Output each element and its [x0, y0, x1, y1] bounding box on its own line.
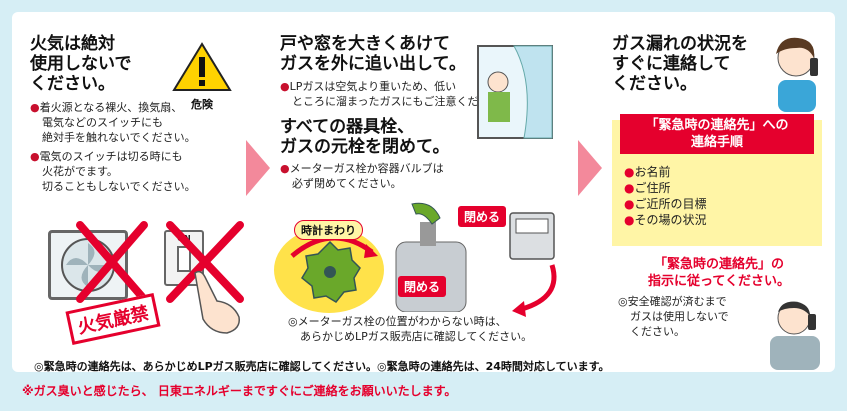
close-valve-bullet: ●メーターガス栓か容器バルブは 必ず閉めてください。: [280, 162, 444, 190]
close-tag-1: 閉める: [398, 276, 447, 297]
warning-icon: 危険: [172, 42, 232, 111]
window-icon: [477, 45, 553, 139]
woman-phone-icon: [776, 37, 818, 112]
turn-arrow-icon: [512, 264, 557, 317]
fire-title: 火気は絶対 使用しないで ください。: [30, 34, 132, 94]
contact-section: ガス漏れの状況を すぐに連絡して ください。: [612, 34, 822, 94]
next-arrow-2: [578, 140, 602, 196]
danger-label: 危険: [191, 98, 213, 111]
close-valve-title: すべての器具栓、 ガスの元栓を閉めて。: [280, 117, 450, 157]
procedure-list: ●お名前 ●ご住所 ●ご近所の目標 ●その場の状況: [624, 164, 707, 228]
procedure-title: 「緊急時の連絡先」への 連絡手順: [620, 114, 814, 154]
list-item: ●お名前: [624, 165, 671, 179]
fire-bullet-1: ●着火源となる裸火、換気扇、 電気などのスイッチにも 絶対手を触れないでください…: [30, 101, 196, 144]
next-arrow-1: [246, 140, 270, 196]
meter-valve-note: ◎メーターガス栓の位置がわからない時は、 あらかじめLPガス販売店に確認してくだ…: [288, 315, 533, 343]
follow-instructions: 「緊急時の連絡先」の 指示に従ってください。: [648, 257, 790, 289]
ventilate-title: 戸や窓を大きくあけて ガスを外に追い出して。: [280, 34, 466, 74]
hand-icon: [194, 270, 240, 334]
clockwise-label: 時計まわり: [294, 220, 363, 240]
close-tag-2: 閉める: [458, 206, 507, 227]
ventilate-section: 戸や窓を大きくあけて ガスを外に追い出して。 ●LPガスは空気より重いため、低い…: [280, 34, 580, 191]
contact-title: ガス漏れの状況を すぐに連絡して ください。: [612, 34, 748, 94]
info-panel: 火気は絶対 使用しないで ください。 ●着火源となる裸火、換気扇、 電気などのス…: [12, 12, 835, 373]
list-item: ●その場の状況: [624, 213, 707, 227]
cross-mark-icon: [76, 221, 148, 303]
fire-bullet-2: ●電気のスイッチは切る時にも 火花がでます。 切ることもしないでください。: [30, 150, 196, 193]
ventilate-bullet: ●LPガスは空気より重いため、低い ところに溜まったガスにもご注意ください。: [280, 80, 512, 108]
valve-handle-icon: [301, 240, 361, 303]
list-item: ●ご近所の目標: [624, 197, 707, 211]
fire-warning-section: 火気は絶対 使用しないで ください。 ●着火源となる裸火、換気扇、 電気などのス…: [30, 34, 260, 194]
cross-mark-icon-2: [166, 221, 244, 303]
gas-meter-icon: [509, 212, 555, 260]
worker-phone-icon: [770, 301, 820, 370]
gas-smell-note: ※ガス臭いと感じたら、 日東エネルギーまですぐにご連絡をお願いいたします。: [22, 384, 457, 398]
safety-note: ◎安全確認が済むまで ガスは使用しないで ください。: [618, 295, 729, 338]
list-item: ●ご住所: [624, 181, 671, 195]
footer-note: ◎緊急時の連絡先は、あらかじめLPガス販売店に確認してください。◎緊急時の連絡先…: [34, 360, 610, 373]
